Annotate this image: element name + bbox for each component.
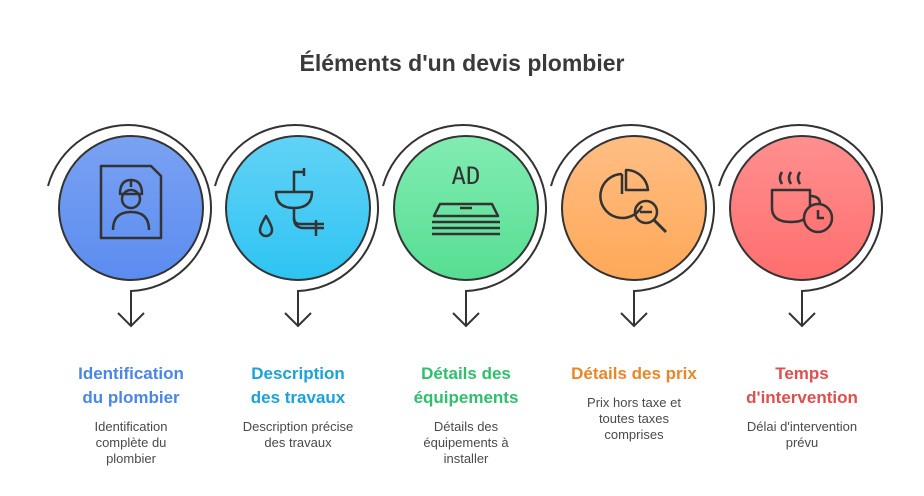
step-description-line: des travaux xyxy=(264,435,332,450)
step-title-line: d'intervention xyxy=(746,388,858,407)
step-ring-3 xyxy=(382,124,548,326)
step-title: Description des travaux xyxy=(223,362,373,410)
coffee-clock-icon xyxy=(770,171,834,234)
step-ring-4 xyxy=(550,124,716,326)
step-title: Détails des équipements xyxy=(391,362,541,410)
diagram-title: Éléments d'un devis plombier xyxy=(299,50,625,76)
step-description-line: comprises xyxy=(604,427,664,442)
step-description-line: Prix hors taxe et xyxy=(587,395,681,410)
step-title-line: du plombier xyxy=(82,388,180,407)
step-description-line: installer xyxy=(443,451,489,466)
step-arrow-5 xyxy=(788,312,816,328)
step-description-line: équipements à xyxy=(423,435,509,450)
step-description-line: Détails des xyxy=(433,419,499,434)
step-title: Identification du plombier xyxy=(56,362,206,410)
step-title-line: Description xyxy=(251,364,345,383)
step-arrow-2 xyxy=(284,312,312,328)
step-description-line: Identification xyxy=(94,419,168,434)
step-title-line: Temps xyxy=(775,364,829,383)
price-chart-magnifier-icon xyxy=(599,168,668,234)
step-description-line: complète du xyxy=(95,435,167,450)
step-title-line: Identification xyxy=(78,364,184,383)
step-description-line: prévu xyxy=(785,435,819,450)
step-title-line: équipements xyxy=(413,388,519,407)
step-ring-1 xyxy=(47,124,213,326)
step-title: Temps d'intervention xyxy=(727,362,877,410)
step-title-line: des travaux xyxy=(250,388,346,407)
svg-text:AD: AD xyxy=(452,162,481,190)
step-circle-4 xyxy=(561,135,707,281)
plumber-id-card-icon xyxy=(99,164,163,240)
step-ring-2 xyxy=(214,124,380,326)
sink-pipe-icon xyxy=(258,168,324,238)
step-ring-5 xyxy=(718,124,884,326)
step-description-line: toutes taxes xyxy=(598,411,670,426)
steps-diagram: AD xyxy=(47,124,884,328)
step-description-line: Délai d'intervention xyxy=(746,419,858,434)
step-title: Détails des prix xyxy=(559,362,709,386)
step-arrow-4 xyxy=(620,312,648,328)
step-arrow-3 xyxy=(452,312,480,328)
step-description-line: Description précise xyxy=(242,419,354,434)
step-title-line: Détails des xyxy=(421,364,511,383)
step-description-line: plombier xyxy=(106,451,156,466)
step-circle-5 xyxy=(729,135,875,281)
step-title-line: Détails des prix xyxy=(571,364,697,383)
step-arrow-1 xyxy=(117,312,145,328)
equipment-ad-icon: AD xyxy=(432,162,500,236)
